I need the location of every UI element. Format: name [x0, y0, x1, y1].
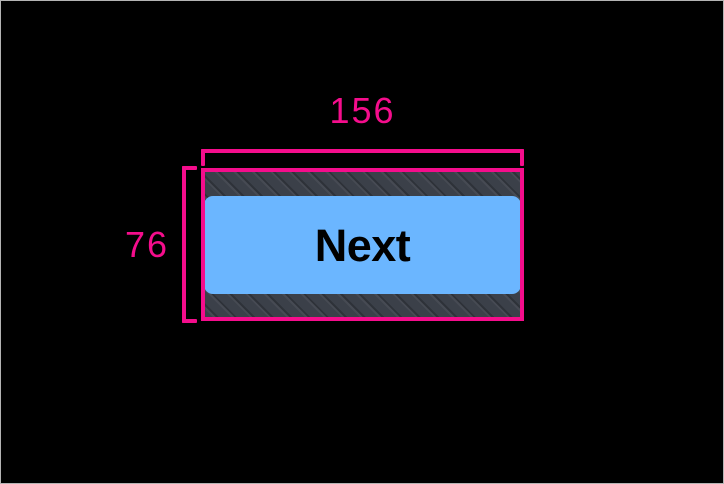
- width-dimension-bracket: [201, 149, 524, 166]
- width-bracket-rail: [201, 149, 524, 153]
- next-button[interactable]: Next: [204, 196, 521, 294]
- height-bracket-rail: [182, 166, 186, 323]
- width-bracket-tick-left: [201, 149, 205, 166]
- height-dimension-label: 76: [124, 224, 169, 265]
- height-bracket-tick-top: [182, 166, 197, 170]
- next-button-box[interactable]: Next: [204, 171, 521, 318]
- next-button-label: Next: [314, 219, 411, 271]
- height-bracket-tick-bottom: [182, 319, 197, 323]
- width-dimension-label: 156: [329, 90, 396, 131]
- height-dimension-bracket: [182, 166, 197, 323]
- width-bracket-tick-right: [520, 149, 524, 166]
